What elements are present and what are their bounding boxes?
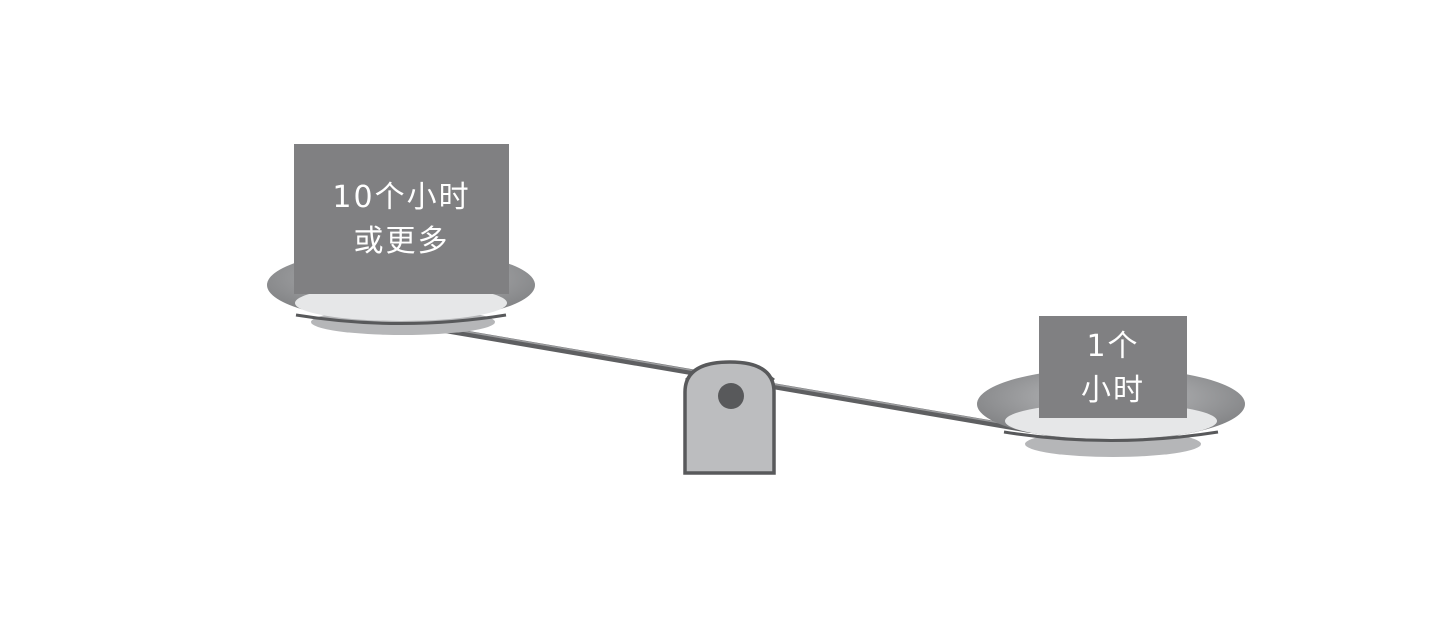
right-label-line-1: 1个 xyxy=(1086,329,1140,364)
left-weight-box xyxy=(294,144,509,294)
left-label-line-1: 10个小时 xyxy=(332,180,471,215)
left-label-line-2: 或更多 xyxy=(353,224,450,259)
right-weight-label: 1个 小时 xyxy=(1039,325,1187,413)
right-weight-box xyxy=(1039,316,1187,418)
fulcrum xyxy=(683,360,776,475)
left-weight-label: 10个小时 或更多 xyxy=(294,176,509,264)
right-label-line-2: 小时 xyxy=(1081,373,1145,408)
pivot-pin-icon xyxy=(718,383,744,409)
